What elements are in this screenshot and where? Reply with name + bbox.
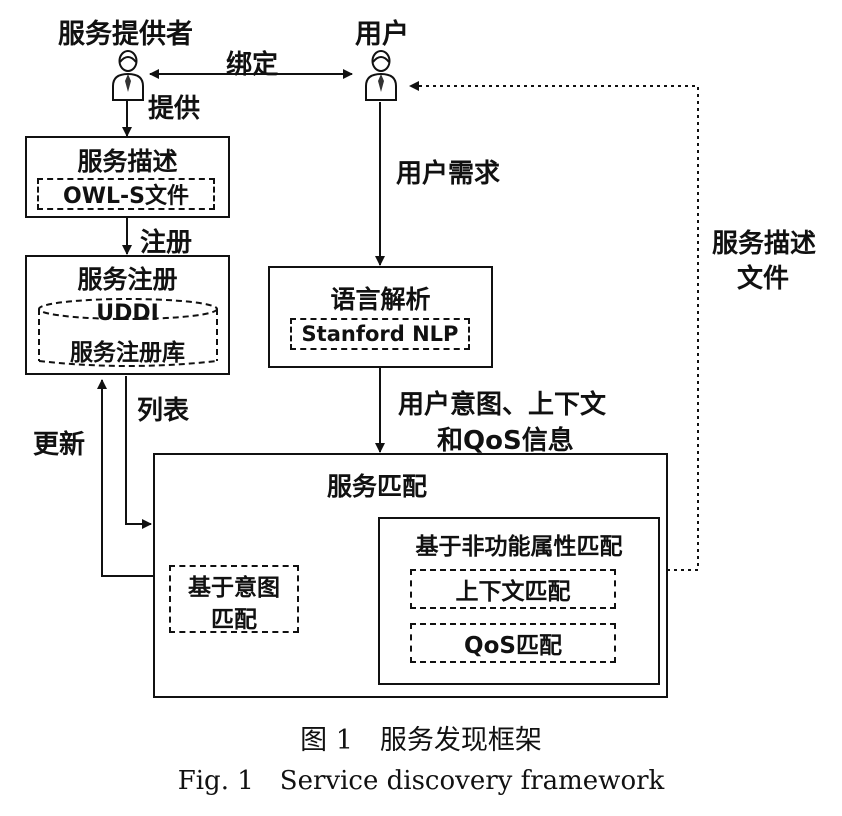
nonfunctional-match-box: 基于非功能属性匹配 上下文匹配 QoS匹配 — [378, 517, 660, 685]
service-registry-box: 服务注册 UDDI 服务注册库 — [25, 255, 230, 375]
user-request-label: 用户需求 — [396, 159, 501, 189]
service-registry-title: 服务注册 — [77, 265, 178, 294]
intent-match-line2: 匹配 — [211, 607, 257, 633]
intent-match-line1: 基于意图 — [188, 575, 280, 601]
nonfunctional-match-title: 基于非功能属性匹配 — [415, 534, 623, 560]
language-parsing-box: 语言解析 Stanford NLP — [268, 266, 493, 368]
owl-s-file-box: OWL-S文件 — [37, 178, 215, 210]
registry-db-label: 服务注册库 — [70, 340, 185, 366]
intent-match-box: 基于意图 匹配 — [169, 565, 299, 633]
service-provider-label: 服务提供者 — [58, 19, 193, 50]
service-description-box: 服务描述 OWL-S文件 — [25, 136, 230, 218]
desc-file-edge — [409, 81, 699, 571]
list-edge — [125, 376, 152, 529]
user-icon — [365, 50, 397, 101]
bind-label: 绑定 — [226, 50, 279, 80]
service-provider-icon — [112, 50, 144, 101]
context-match-box: 上下文匹配 — [410, 569, 616, 609]
register-label: 注册 — [140, 228, 193, 258]
list-label: 列表 — [137, 396, 190, 426]
user-label: 用户 — [355, 19, 409, 50]
desc-file-label-line2: 文件 — [737, 264, 790, 294]
language-parsing-title: 语言解析 — [330, 285, 431, 314]
stanford-nlp-box: Stanford NLP — [290, 318, 470, 350]
intent-context-label-line2: 和QoS信息 — [437, 426, 574, 456]
provide-label: 提供 — [148, 94, 201, 124]
uddi-database-icon — [38, 298, 218, 367]
service-matching-box: 服务匹配 基于意图 匹配 基于非功能属性匹配 上下文匹配 QoS匹配 — [153, 453, 668, 698]
service-matching-title: 服务匹配 — [327, 472, 428, 501]
service-description-title: 服务描述 — [77, 147, 178, 176]
intent-context-label-line1: 用户意图、上下文 — [398, 390, 607, 420]
update-label: 更新 — [33, 430, 86, 460]
qos-match-box: QoS匹配 — [410, 623, 616, 663]
figure-caption-en: Fig. 1 Service discovery framework — [177, 766, 665, 796]
uddi-label: UDDI — [96, 301, 159, 326]
update-edge — [97, 379, 168, 577]
figure-caption-cn: 图 1 服务发现框架 — [300, 725, 542, 756]
desc-file-label-line1: 服务描述 — [712, 229, 817, 259]
